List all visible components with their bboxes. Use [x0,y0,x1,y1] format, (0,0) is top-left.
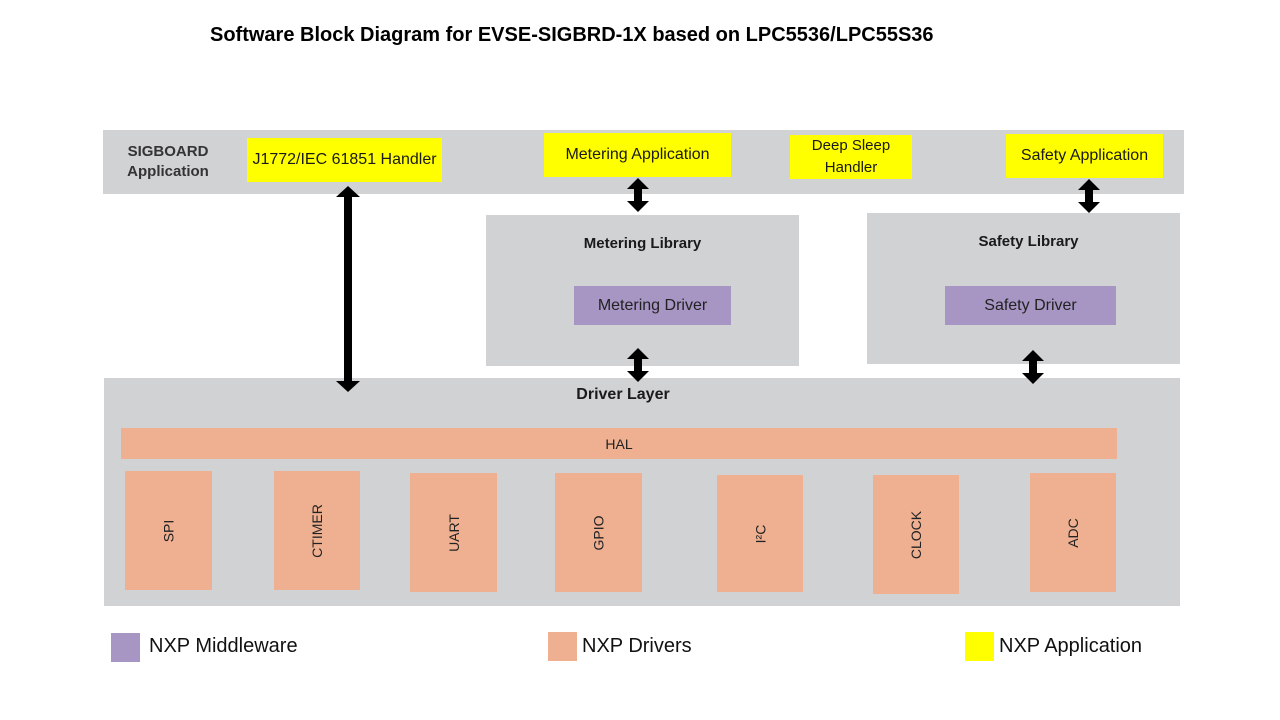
driver-layer [104,378,1180,606]
driver-label-ctimer: CTIMER [308,503,325,558]
driver-label-gpio: GPIO [590,514,607,551]
arrow-j1772-to-driver-layer [336,186,360,392]
arrow-safety-library-to-driver-layer [1022,350,1044,384]
driver-label-uart: UART [445,513,462,552]
safety-driver-block: Safety Driver [945,286,1116,325]
metering-application-block: Metering Application [544,133,731,177]
arrow-metering-library-to-driver-layer [627,348,649,382]
driver-block-clock: CLOCK [873,475,959,594]
safety-library-title: Safety Library [978,232,1079,250]
hal-label: HAL [605,435,633,452]
legend-label-drivers: NXP Drivers [582,635,692,657]
deep-sleep-handler-block: Deep Sleep Handler [790,135,912,179]
arrow-metering-app-to-library [627,178,649,212]
safety-application-label: Safety Application [1020,147,1149,164]
safety-application-block: Safety Application [1006,134,1163,178]
j1772-handler-label: J1772/IEC 61851 Handler [252,151,437,168]
driver-block-gpio: GPIO [555,473,642,592]
driver-label-i2c: I²C [751,524,768,543]
application-layer-label: SIGBOARD Application [110,140,226,184]
metering-driver-label: Metering Driver [597,296,708,314]
driver-block-i2c: I²C [717,475,803,592]
application-layer-label-line2: Application [127,163,209,180]
arrow-safety-app-to-library [1078,179,1100,213]
driver-block-spi: SPI [125,471,212,590]
driver-block-uart: UART [410,473,497,592]
safety-driver-label: Safety Driver [984,296,1077,314]
deep-sleep-handler-label-line1: Deep Sleep [811,137,891,154]
deep-sleep-handler-label-line2: Handler [824,159,878,176]
legend-swatch-drivers [548,632,577,661]
driver-layer-title: Driver Layer [576,386,670,403]
diagram-title: Software Block Diagram for EVSE-SIGBRD-1… [210,24,934,46]
driver-block-adc: ADC [1030,473,1116,592]
legend-swatch-application [965,632,994,661]
driver-label-adc: ADC [1065,517,1081,548]
j1772-handler-block: J1772/IEC 61851 Handler [247,138,442,182]
legend-label-application: NXP Application [999,635,1143,657]
metering-library-title: Metering Library [583,234,702,252]
driver-block-ctimer: CTIMER [274,471,360,590]
driver-label-spi: SPI [160,519,177,542]
hal-block: HAL [121,428,1117,459]
metering-application-label: Metering Application [565,146,710,163]
legend-swatch-middleware [111,633,140,662]
metering-driver-block: Metering Driver [574,286,731,325]
driver-label-clock: CLOCK [907,510,924,559]
application-layer-label-line1: SIGBOARD [127,143,209,160]
legend-label-middleware: NXP Middleware [149,635,298,657]
